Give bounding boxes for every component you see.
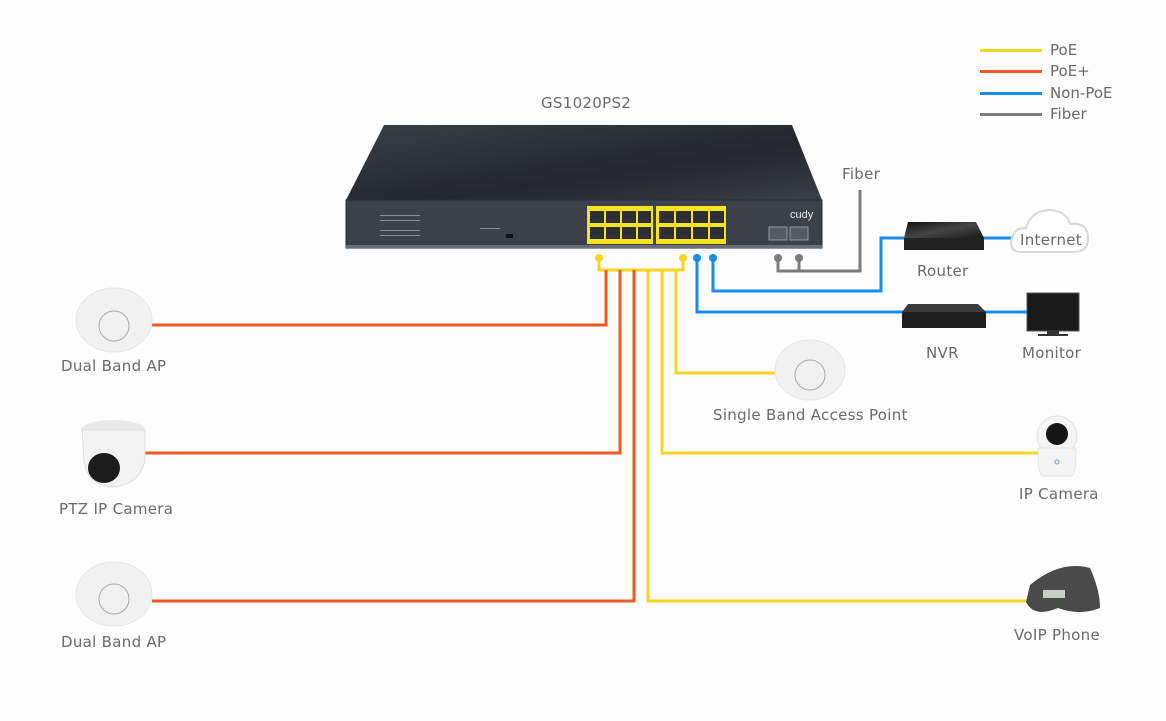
internet-label: Internet xyxy=(1020,231,1082,249)
legend-item-poe: PoE xyxy=(980,40,1077,60)
wire-router xyxy=(711,236,904,293)
dual-band-ap-2-label: Dual Band AP xyxy=(61,633,167,651)
legend-label: Non-PoE xyxy=(1050,84,1113,102)
legend-item-non-poe: Non-PoE xyxy=(980,83,1112,103)
dual-band-ap-1-label: Dual Band AP xyxy=(61,357,167,375)
voip-phone-label: VoIP Phone xyxy=(1014,626,1100,644)
nvr-device xyxy=(902,304,986,328)
port-dot xyxy=(795,254,803,262)
nvr-label: NVR xyxy=(926,344,959,362)
port-dot xyxy=(679,254,687,262)
port-dot xyxy=(595,254,603,262)
legend-label: PoE+ xyxy=(1050,62,1090,80)
monitor-label: Monitor xyxy=(1022,344,1082,362)
port-dot xyxy=(709,254,717,262)
wire-voip-phone xyxy=(646,270,1030,603)
wire-nvr xyxy=(695,258,905,314)
single-band-ap-device xyxy=(774,339,846,401)
legend-item-fiber: Fiber xyxy=(980,104,1087,124)
ptz-camera-device xyxy=(81,420,146,488)
wire-ptz-camera xyxy=(142,270,622,455)
monitor-device xyxy=(1026,292,1080,336)
ip-camera-device xyxy=(1036,415,1078,477)
port-dot xyxy=(693,254,701,262)
ip-camera-label: IP Camera xyxy=(1019,485,1099,503)
switch-device xyxy=(345,125,823,249)
legend-swatch-poe xyxy=(980,48,1042,52)
single-band-ap-label: Single Band Access Point xyxy=(713,406,908,424)
internet-cloud-icon xyxy=(1010,208,1090,253)
wire-dual-band-ap-1 xyxy=(152,270,608,327)
dual-band-ap-1-device xyxy=(75,287,153,353)
switch-model-label: GS1020PS2 xyxy=(541,94,632,112)
legend-label: PoE xyxy=(1050,41,1078,59)
router-label: Router xyxy=(917,262,969,280)
switch-brand-logo: cudy xyxy=(790,209,814,221)
dual-band-ap-2-device xyxy=(75,561,153,627)
wire-dual-band-ap-2 xyxy=(152,270,636,603)
port-dot xyxy=(774,254,782,262)
wire-single-band-ap xyxy=(674,270,776,375)
ptz-camera-label: PTZ IP Camera xyxy=(59,500,174,518)
wire-ip-camera xyxy=(660,270,1040,455)
legend-swatch-non-poe xyxy=(980,91,1042,95)
poe-bus-wire xyxy=(597,258,685,272)
voip-phone-device xyxy=(1026,566,1100,612)
legend-swatch-poe-plus xyxy=(980,69,1042,73)
legend-item-poe-plus: PoE+ xyxy=(980,61,1090,81)
router-device xyxy=(904,222,984,250)
legend-swatch-fiber xyxy=(980,112,1042,116)
legend-label: Fiber xyxy=(1050,105,1087,123)
fiber-label: Fiber xyxy=(842,165,881,183)
